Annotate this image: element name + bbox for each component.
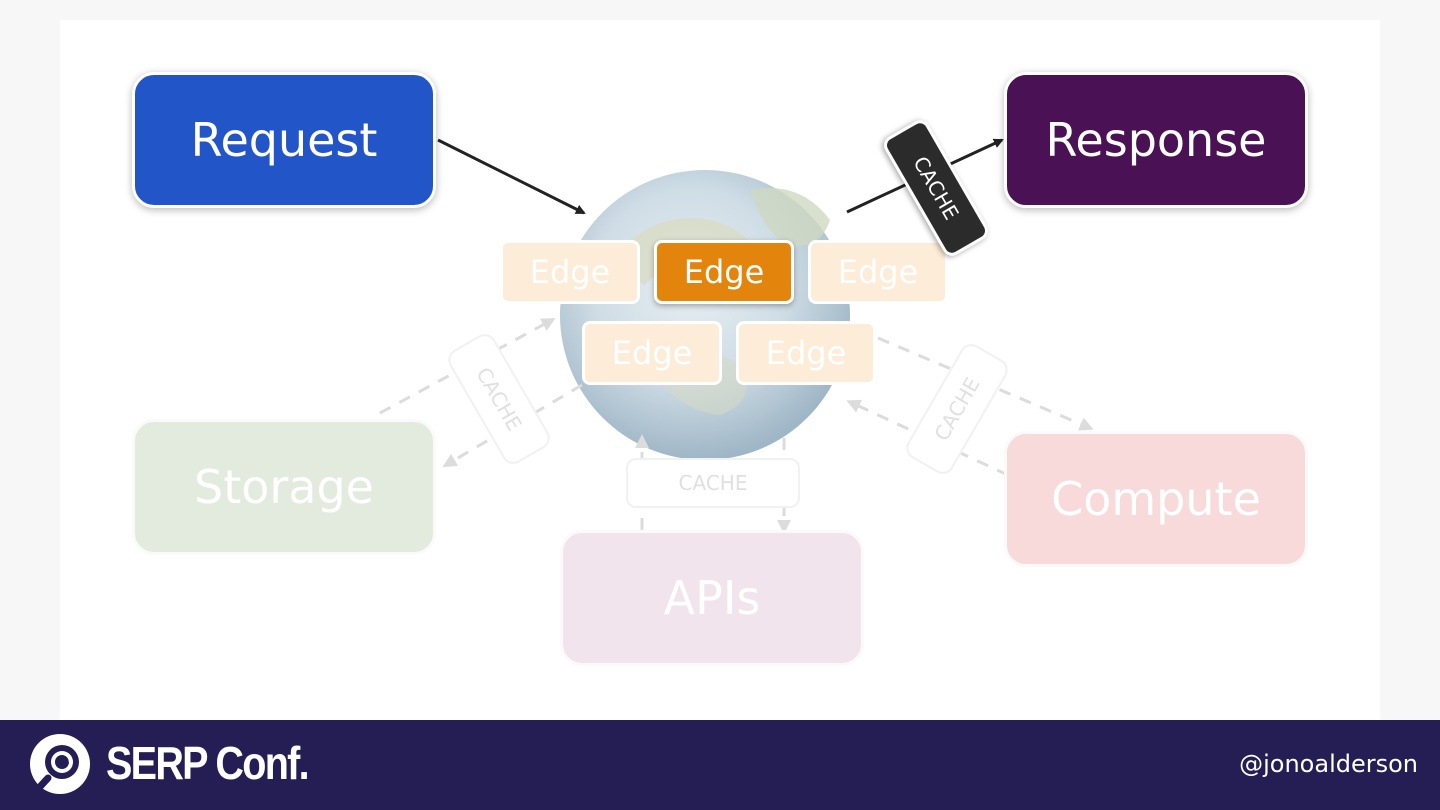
compute-to-edge-arrow	[846, 399, 1009, 477]
compute-box: Compute	[1004, 431, 1308, 567]
slide: Request Response Storage Compute APIs Ed…	[60, 20, 1380, 720]
edge-to-storage-arrow	[442, 383, 583, 468]
globe	[560, 170, 850, 460]
request-arrow	[437, 138, 586, 215]
response-box: Response	[1004, 72, 1308, 208]
apis-cache-tag: CACHE	[626, 458, 800, 508]
magnifier-logo-icon	[30, 734, 90, 794]
response-label: Response	[1045, 113, 1267, 167]
apis-box: APIs	[560, 530, 864, 666]
edge-node: Edge	[500, 240, 640, 304]
brand-logo-text: SERP Conf.	[106, 737, 310, 789]
storage-box: Storage	[132, 419, 436, 555]
request-box: Request	[132, 72, 436, 208]
edge-node-active: Edge	[654, 240, 794, 304]
edge-node: Edge	[736, 321, 876, 385]
request-label: Request	[190, 113, 378, 167]
storage-label: Storage	[194, 460, 374, 514]
apis-label: APIs	[663, 571, 761, 625]
edge-node: Edge	[582, 321, 722, 385]
edge-node: Edge	[808, 240, 948, 304]
footer-bar: SERP Conf. @jonoalderson	[0, 720, 1440, 810]
author-handle: @jonoalderson	[1239, 750, 1418, 778]
compute-label: Compute	[1051, 472, 1261, 526]
